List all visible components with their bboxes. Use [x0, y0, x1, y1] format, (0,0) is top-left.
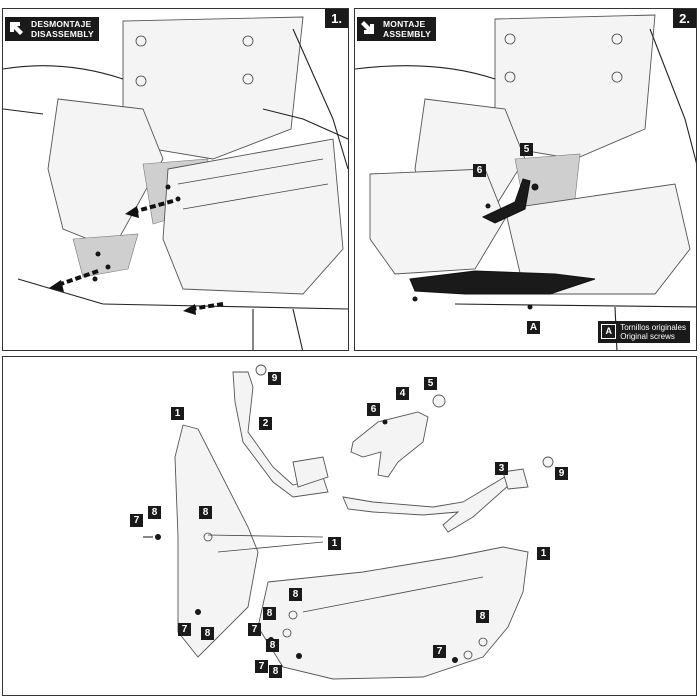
- callout-label: 1: [171, 407, 184, 420]
- callout-label: 6: [367, 403, 380, 416]
- step-number: 1.: [325, 9, 348, 28]
- step-1-panel: DESMONTAJE DISASSEMBLY 1.: [2, 8, 349, 351]
- callout-label: 8: [263, 607, 276, 620]
- assembly-label-es: MONTAJE: [383, 19, 426, 29]
- callout-label: 7: [433, 645, 446, 658]
- arrow-out-icon: [10, 22, 23, 35]
- exploded-view-illustration: [143, 364, 554, 680]
- assembly-tag: MONTAJE ASSEMBLY: [357, 17, 437, 41]
- lower-bracket-part: [342, 474, 519, 533]
- callout-label: 5: [424, 377, 437, 390]
- exploded-view-panel: 9 1 2 6 4 5 3 9 7 8 8 1 1 8 8 7 8 7 7 8 …: [2, 356, 697, 696]
- legend: A Tornillos originales Original screws: [598, 321, 690, 343]
- legend-text-en: Original screws: [620, 332, 675, 341]
- callout-label: 9: [555, 467, 568, 480]
- callout-label-a: A: [527, 321, 540, 334]
- callout-label: 1: [328, 537, 341, 550]
- disassembly-label-en: DISASSEMBLY: [31, 29, 94, 39]
- callout-label: 6: [473, 164, 486, 177]
- callout-label: 7: [248, 623, 261, 636]
- legend-key: A: [601, 324, 617, 339]
- mount-bracket-part: [350, 411, 429, 478]
- callout-label: 8: [266, 639, 279, 652]
- callout-label: 7: [255, 660, 268, 673]
- callout-label: 2: [259, 417, 272, 430]
- left-fairing-part: [174, 424, 259, 658]
- callout-label: 9: [268, 372, 281, 385]
- callout-label: 8: [289, 588, 302, 601]
- callout-label: 4: [396, 387, 409, 400]
- step-2-illustration: [355, 14, 696, 350]
- legend-text-es: Tornillos originales: [620, 323, 686, 332]
- callout-label: 5: [520, 143, 533, 156]
- callout-label: 8: [201, 627, 214, 640]
- lower-bracket-part: [409, 270, 596, 295]
- callout-label: 8: [269, 665, 282, 678]
- step-number: 2.: [673, 9, 696, 28]
- callout-label: 8: [199, 506, 212, 519]
- callout-label: 8: [148, 506, 161, 519]
- step-2-panel: MONTAJE ASSEMBLY 2. 6 5 A A Tornillos or…: [354, 8, 697, 351]
- arrow-in-icon: [361, 21, 374, 34]
- callout-label: 8: [476, 610, 489, 623]
- bracket-part: [481, 178, 531, 224]
- step-1-illustration: [3, 16, 348, 350]
- right-fairing-part: [257, 546, 529, 680]
- assembly-label-en: ASSEMBLY: [383, 29, 432, 39]
- disassembly-tag: DESMONTAJE DISASSEMBLY: [5, 17, 99, 41]
- callout-label: 3: [495, 462, 508, 475]
- callout-label: 7: [130, 514, 143, 527]
- disassembly-label-es: DESMONTAJE: [31, 19, 92, 29]
- callout-label: 7: [178, 623, 191, 636]
- callout-label: 1: [537, 547, 550, 560]
- removal-arrows: [49, 199, 224, 315]
